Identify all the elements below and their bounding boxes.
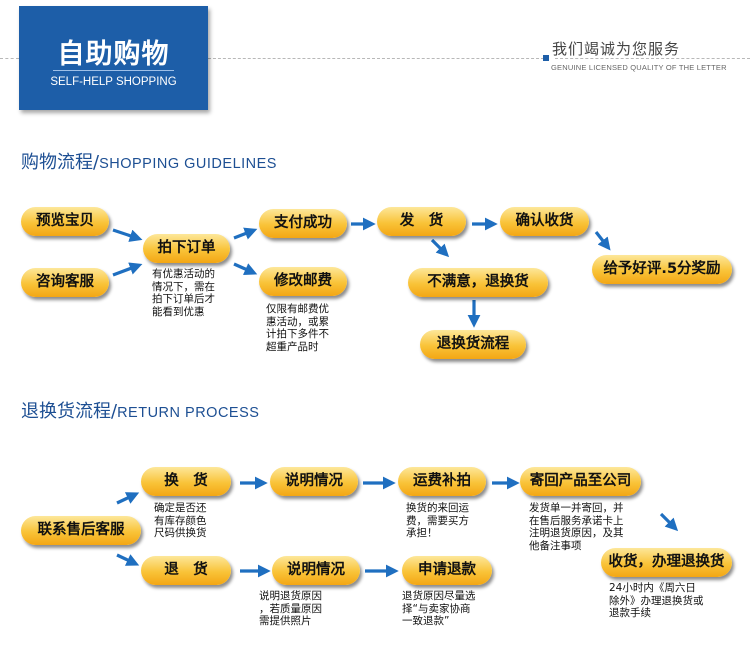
node-apply-refund: 申请退款 <box>402 556 492 585</box>
arrow-consult-order <box>112 262 143 277</box>
node-shipping-fee: 运费补拍 <box>398 467 486 496</box>
shopping-title-cn: 购物流程/ <box>21 152 100 173</box>
node-ship: 发 货 <box>377 207 466 236</box>
node-consult: 咨询客服 <box>21 268 109 297</box>
node-return-flow: 退换货流程 <box>420 330 526 359</box>
node-order: 拍下订单 <box>143 234 230 263</box>
note-shipping-fee: 换货的来回运 费，需要买方 承担！ <box>406 502 469 539</box>
header-dashline-right <box>555 58 750 59</box>
node-refund: 退 货 <box>141 556 231 585</box>
note-exchange: 确定是否还 有库存颜色 尺码供换货 <box>154 502 207 539</box>
node-send-back: 寄回产品至公司 <box>520 467 641 496</box>
header-dashline-left <box>0 58 19 59</box>
badge-divider <box>53 70 174 71</box>
arrow-contact-refund <box>116 553 140 566</box>
node-unsatisfied: 不满意，退换货 <box>408 268 548 297</box>
note-send-back: 发货单一并寄回，并 在售后服务承诺卡上 注明退货原因，及其 他备注事项 <box>529 502 624 552</box>
arrow-order-modify <box>233 262 258 275</box>
arrow-order-pay <box>233 227 258 240</box>
self-help-badge: 自助购物 SELF-HELP SHOPPING <box>19 6 208 110</box>
node-pay: 支付成功 <box>259 209 347 238</box>
shopping-title-en: SHOPPING GUIDELINES <box>99 156 277 172</box>
note-done: 24小时内《周六日 除外》办理退换货或 退款手续 <box>609 582 704 619</box>
badge-subtitle: SELF-HELP SHOPPING <box>50 76 177 88</box>
node-explain-2: 说明情况 <box>272 556 360 585</box>
note-order: 有优惠活动的 情况下，需在 拍下订单后才 能看到优惠 <box>152 268 215 318</box>
arrow-confirm-review <box>594 231 611 251</box>
node-review: 给予好评.5分奖励 <box>592 255 732 284</box>
node-preview: 预览宝贝 <box>21 207 109 236</box>
arrow-ship-unsatisfied <box>430 238 450 258</box>
return-section-title: 退换货流程/RETURN PROCESS <box>21 397 259 423</box>
node-contact: 联系售后客服 <box>21 516 141 545</box>
return-title-cn: 退换货流程/ <box>21 401 118 422</box>
return-title-en: RETURN PROCESS <box>117 405 260 421</box>
header-dashline-middle <box>208 58 544 59</box>
node-confirm: 确认收货 <box>500 207 589 236</box>
node-explain-1: 说明情况 <box>270 467 358 496</box>
note-modify: 仅限有邮费优 惠活动，或累 计拍下多件不 超重产品时 <box>266 303 329 353</box>
shopping-section-title: 购物流程/SHOPPING GUIDELINES <box>21 148 277 174</box>
arrow-sendback-done <box>659 512 679 532</box>
node-exchange: 换 货 <box>141 467 231 496</box>
slogan: 我们竭诚为您服务 <box>552 40 681 58</box>
arrow-contact-exchange <box>116 492 140 505</box>
slogan-square-icon <box>543 55 549 61</box>
arrow-preview-order <box>112 228 143 242</box>
note-apply-refund: 退货原因尽量选 择“与卖家协商 一致退款” <box>402 590 476 627</box>
badge-title: 自助购物 <box>57 39 170 70</box>
node-done: 收货，办理退换货 <box>601 548 732 577</box>
note-explain-2: 说明退货原因 ，若质量原因 需提供照片 <box>259 590 322 627</box>
slogan-subtitle: GENUINE LICENSED QUALITY OF THE LETTER <box>551 63 727 72</box>
node-modify: 修改邮费 <box>259 267 347 296</box>
